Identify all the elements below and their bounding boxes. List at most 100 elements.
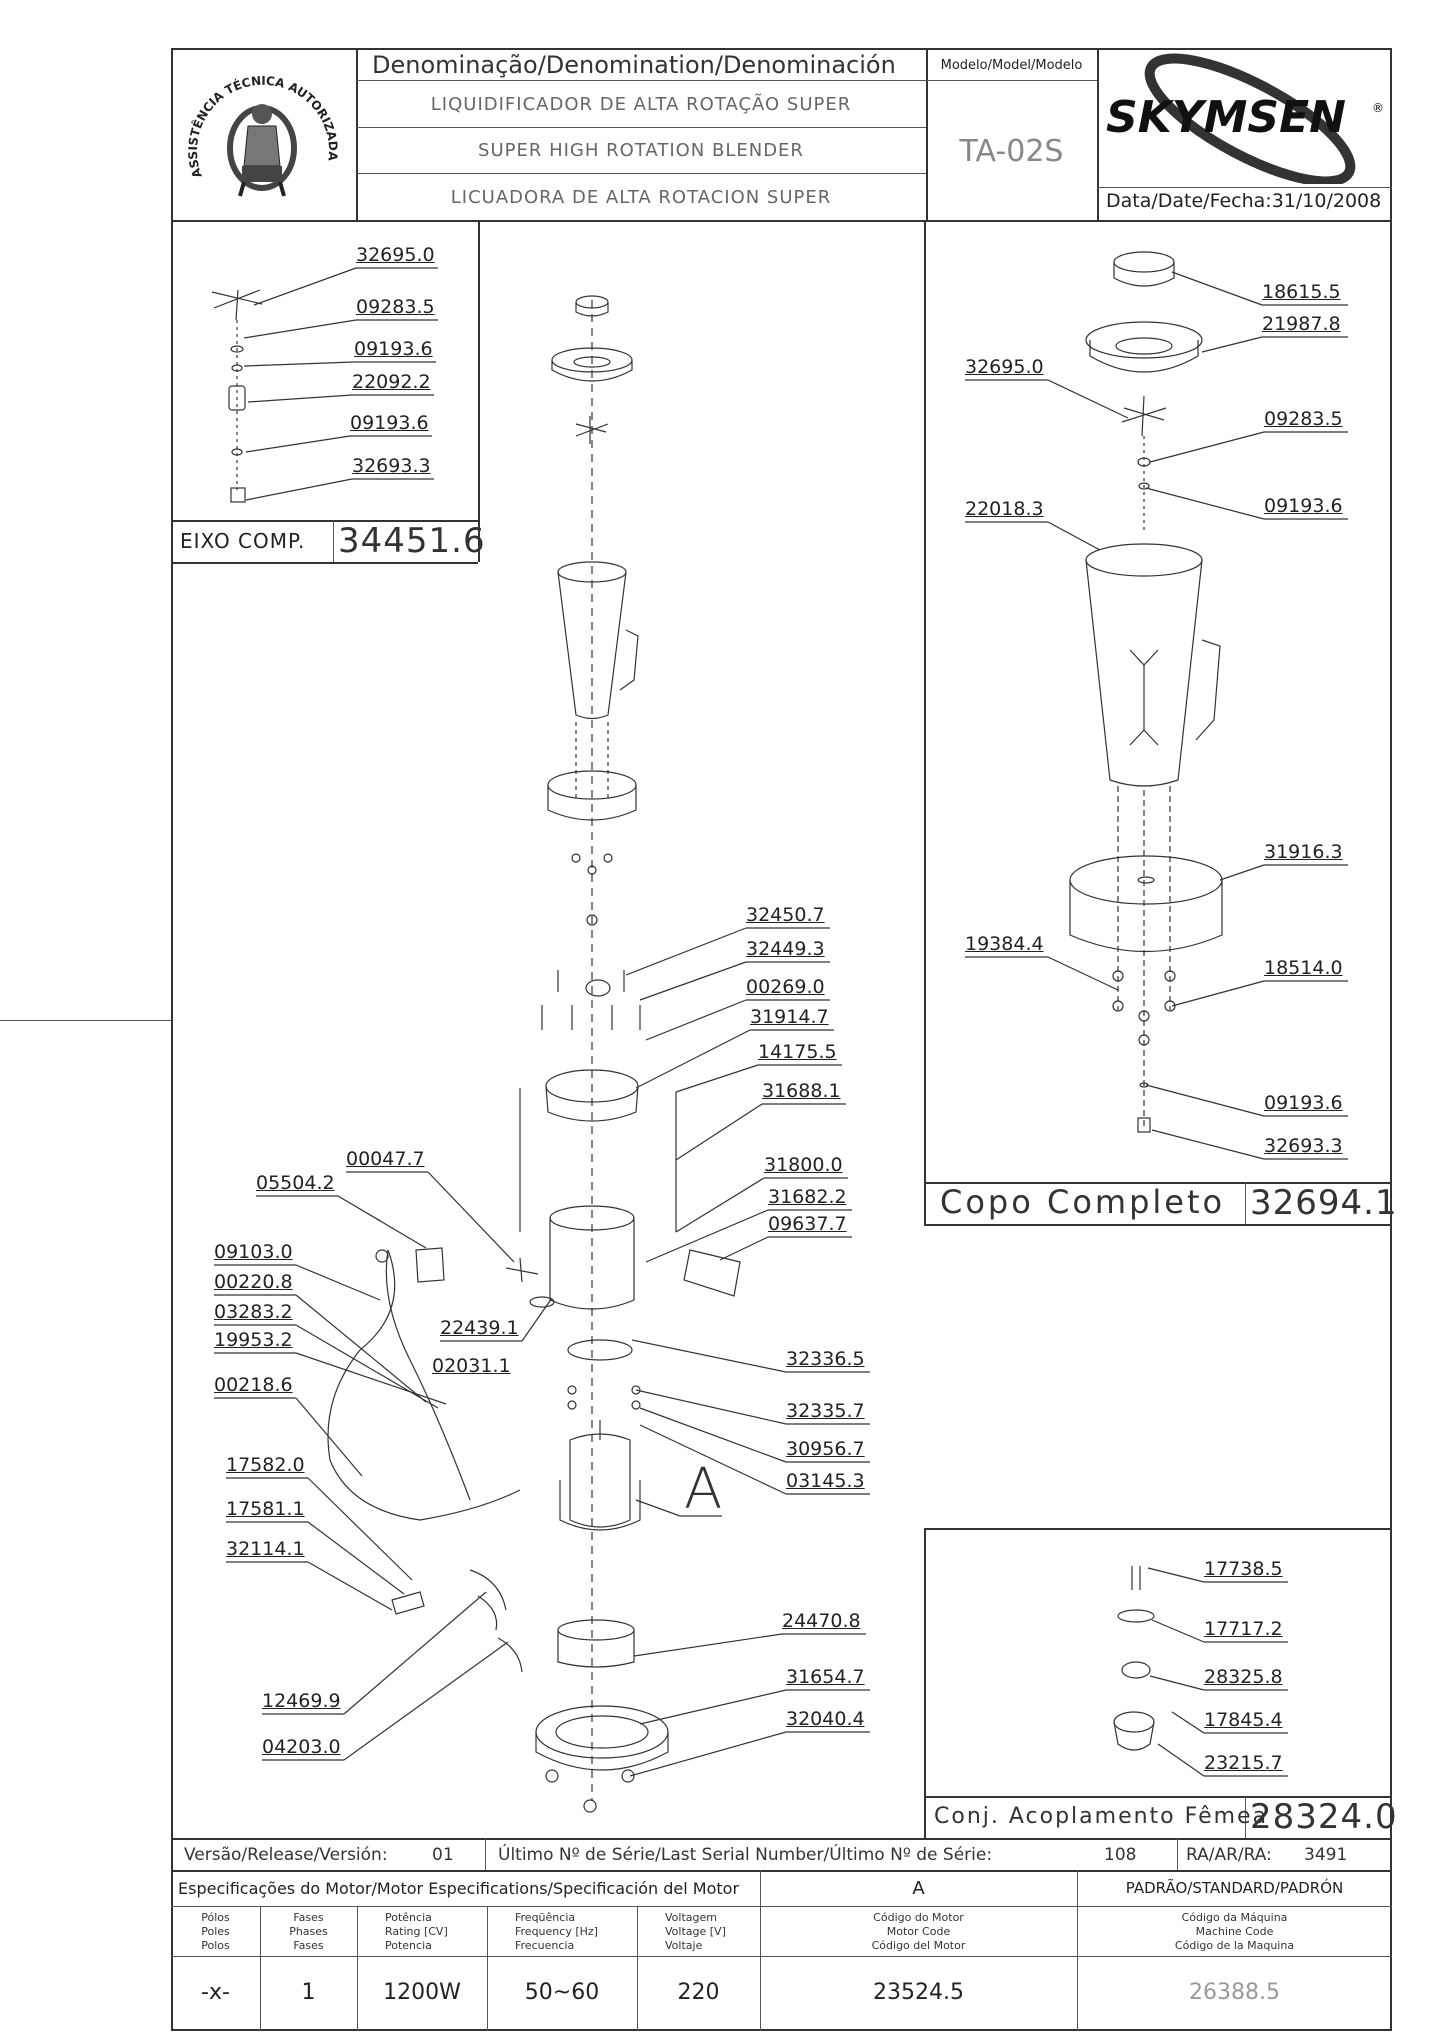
main-part-label: 12469.9 [262,1690,341,1712]
frequency-value: 50~60 [524,1980,600,2005]
voltage-value: 220 [677,1980,720,2005]
header-divider [356,48,358,220]
main-part-label: 32335.7 [786,1400,865,1422]
product-name-es: LICUADORA DE ALTA ROTACION SUPER [450,187,832,208]
header-line [1097,187,1392,188]
main-part-label: 09103.0 [214,1241,293,1263]
main-part-label: 00269.0 [746,976,825,998]
header-line [356,173,926,174]
eixo-part-label: 32693.3 [352,455,431,477]
copo-part-label: 18615.5 [1262,281,1341,303]
acoplamento-part-label: 23215.7 [1204,1752,1283,1774]
eixo-box-divider [333,520,334,562]
header-bottom-line [171,220,1392,222]
specs-title: Especificações do Motor/Motor Especifica… [178,1879,740,1898]
motor-code-value: 23524.5 [873,1980,964,2005]
header-divider [1097,48,1099,220]
version-label: Versão/Release/Versión: [184,1845,388,1865]
main-part-label: 00218.6 [214,1374,293,1396]
main-part-label: 24470.8 [782,1610,861,1632]
eixo-box-right [478,220,480,562]
copo-part-label: 32693.3 [1264,1135,1343,1157]
acoplamento-box-divider [1245,1796,1246,1838]
copo-part-label: 09193.6 [1264,495,1343,517]
copo-part-label: 18514.0 [1264,957,1343,979]
main-part-label: 32450.7 [746,904,825,926]
main-part-label: 00047.7 [346,1148,425,1170]
model-title: Modelo/Model/Modelo [940,58,1083,73]
header-line [356,127,926,128]
date-label: Data/Date/Fecha: [1106,190,1272,212]
acoplamento-box-left [924,1528,926,1838]
ra-value: 3491 [1304,1845,1348,1865]
copo-part-label: 09283.5 [1264,408,1343,430]
main-part-label: 22439.1 [440,1317,519,1339]
acoplamento-part-label: 17717.2 [1204,1618,1283,1640]
copo-box-left [924,220,926,1225]
eixo-box-bottom [171,562,478,564]
eixo-part-label: 32695.0 [356,244,435,266]
product-name-en: SUPER HIGH ROTATION BLENDER [478,140,804,161]
machine-code-value: 26388.5 [1189,1980,1280,2005]
drawing-frame [171,48,1392,2031]
date-value: 31/10/2008 [1271,190,1382,212]
standard-title: PADRÃO/STANDARD/PADRÓN [1125,1879,1344,1897]
svg-text:®: ® [1372,101,1384,115]
model-value: TA-02S [959,134,1064,169]
main-part-label: 31800.0 [764,1154,843,1176]
eixo-part-label: 09193.6 [354,338,433,360]
acoplamento-label: Conj. Acoplamento Fêmea [934,1804,1269,1829]
main-part-label: 31914.7 [750,1006,829,1028]
power-value: 1200W [383,1980,461,2005]
ra-label: RA/AR/RA: [1186,1845,1272,1865]
main-part-label: 02031.1 [432,1355,511,1377]
specs-divider [637,1906,638,2031]
release-row-top [171,1838,1392,1840]
brand-name: SKYMSEN [1106,92,1346,143]
copo-part-label: 21987.8 [1262,313,1341,335]
specs-line [171,1956,1392,1957]
main-part-label: 04203.0 [262,1736,341,1758]
header-divider [926,48,928,220]
denomination-title: Denominação/Denomination/Denominación [372,51,896,79]
main-part-label: 03145.3 [786,1470,865,1492]
eixo-box-line [171,520,478,522]
specs-divider [1077,1870,1078,2031]
skymsen-logo: SKYMSEN ® [1100,52,1390,184]
copo-part-label: 31916.3 [1264,841,1343,863]
eixo-part-label: 22092.2 [352,371,431,393]
main-part-label: 17581.1 [226,1498,305,1520]
specs-divider [357,1906,358,2031]
specs-line [171,1906,1392,1907]
header-line [356,80,926,81]
motor-marker: A [684,1457,723,1522]
copo-box-line [924,1182,1392,1184]
copo-part-label: 32695.0 [965,356,1044,378]
header-line [926,80,1097,81]
main-part-label: 17582.0 [226,1454,305,1476]
acoplamento-part-label: 17738.5 [1204,1558,1283,1580]
acoplamento-part-label: 17845.4 [1204,1709,1283,1731]
copo-part-label: 22018.3 [965,498,1044,520]
eixo-part-label: 09283.5 [356,296,435,318]
main-part-label: 19953.2 [214,1329,293,1351]
poles-value: -x- [201,1980,230,2005]
release-divider [485,1838,486,1870]
acoplamento-box-top [924,1528,1392,1530]
copo-label: Copo Completo [940,1183,1226,1221]
serial-value: 108 [1104,1845,1137,1865]
authorized-service-seal: ASSISTÊNCIA TÉCNICA AUTORIZADA [180,56,346,212]
acoplamento-part-label: 28325.8 [1204,1666,1283,1688]
version-value: 01 [432,1845,454,1865]
main-part-label: 31688.1 [762,1080,841,1102]
motor-column-title: A [912,1878,925,1899]
copo-box-bottom [924,1224,1392,1226]
main-part-label: 31682.2 [768,1186,847,1208]
main-part-label: 32449.3 [746,938,825,960]
product-name-pt: LIQUIDIFICADOR DE ALTA ROTAÇÃO SUPER [430,94,852,115]
